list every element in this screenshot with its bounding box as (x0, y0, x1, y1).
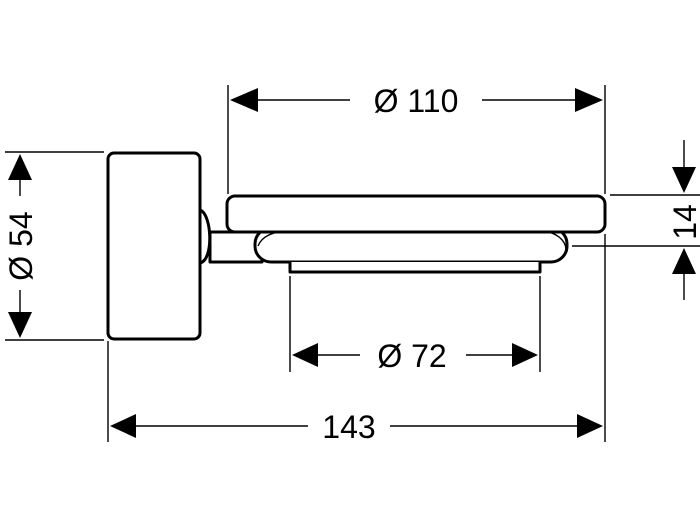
dim-label-54: Ø 54 (3, 211, 39, 280)
dim-label-72: Ø 72 (377, 338, 446, 374)
arrow-143-left (110, 414, 136, 438)
connector-rod (198, 208, 212, 265)
arrow-54-top (8, 154, 32, 180)
dish-bottom (288, 262, 542, 274)
arrow-110-right (575, 88, 603, 112)
arrow-54-bottom (8, 312, 32, 338)
dim-label-143: 143 (322, 409, 375, 445)
arrow-110-left (230, 88, 258, 112)
connector-shaft (208, 230, 264, 264)
dim-label-14: 14 (667, 204, 700, 240)
wall-plate (106, 151, 202, 341)
dim-label-110: Ø 110 (374, 83, 459, 119)
arrow-72-left (292, 343, 318, 367)
arrow-143-right (577, 414, 603, 438)
arrow-14-bottom (672, 248, 696, 274)
arrow-72-right (512, 343, 538, 367)
arrow-14-top (672, 167, 696, 193)
soap-dish-plate (225, 194, 607, 234)
